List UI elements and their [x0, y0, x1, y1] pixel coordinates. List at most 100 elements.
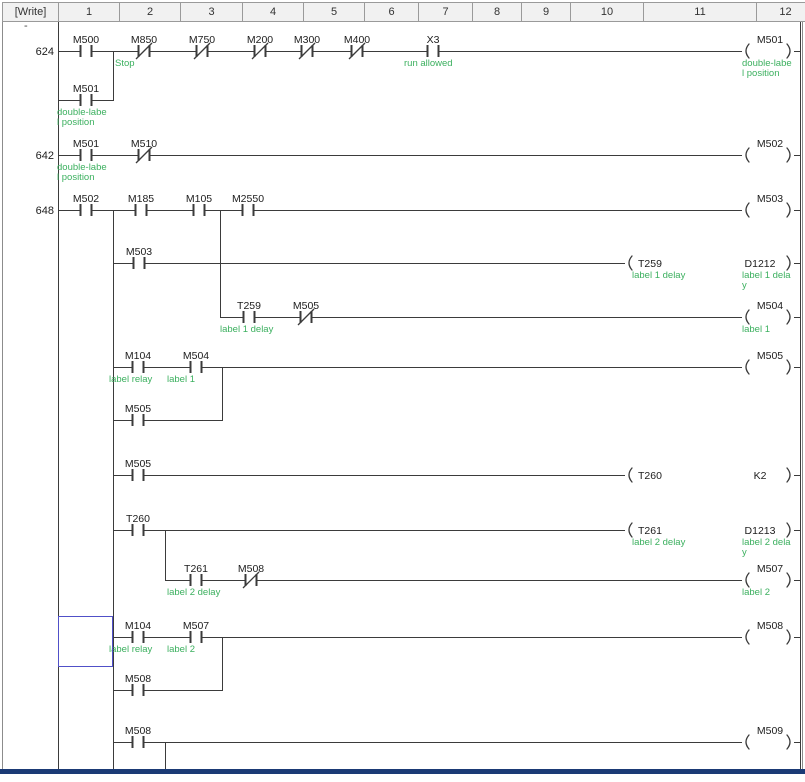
device-label: M400: [344, 34, 370, 46]
contact-M185[interactable]: M185: [91, 193, 154, 216]
header-cell-7: 7: [418, 2, 473, 22]
coil-open-paren: [745, 202, 750, 218]
device-label: M505: [125, 403, 151, 415]
coil-close-paren: [786, 359, 791, 375]
contact-M508[interactable]: M508: [113, 673, 151, 696]
coil-close-paren: [786, 467, 791, 483]
timer-comment: label 2 delay: [632, 537, 686, 548]
device-label: M507: [183, 620, 209, 632]
contact-M503[interactable]: M503: [113, 246, 152, 269]
device-label: M750: [189, 34, 215, 46]
device-label: M501: [73, 138, 99, 150]
device-label: M508: [238, 563, 264, 575]
coil-open-paren: [745, 147, 750, 163]
contact-M505[interactable]: M505: [254, 300, 319, 326]
device-label: M104: [125, 620, 151, 632]
device-comment: double-labe: [57, 107, 107, 118]
device-label: M105: [186, 193, 212, 205]
contact-M505[interactable]: M505: [113, 403, 151, 426]
coil-label: M502: [757, 138, 783, 150]
nc-slash-icon: [348, 42, 366, 60]
device-label: M510: [131, 138, 157, 150]
coil-close-paren: [786, 734, 791, 750]
device-comment: run allowed: [404, 58, 453, 69]
coil-M509[interactable]: M509: [745, 725, 791, 750]
device-label: M2550: [232, 193, 264, 205]
coil-label: M505: [757, 350, 783, 362]
contact-M510[interactable]: M510: [91, 138, 157, 164]
header-cell-12: 12: [756, 2, 805, 22]
coil-label: M508: [757, 620, 783, 632]
coil-close-paren: [786, 309, 791, 325]
contact-M508[interactable]: M508: [201, 563, 264, 589]
coil-label: M504: [757, 300, 783, 312]
contact-M200[interactable]: M200: [207, 34, 273, 60]
device-comment: l position: [57, 117, 95, 128]
nc-slash-icon: [193, 42, 211, 60]
contact-M2550[interactable]: M2550: [204, 193, 264, 216]
header-cell-5: 5: [303, 2, 365, 22]
coil-comment: double-labe: [742, 58, 792, 69]
contact-M300[interactable]: M300: [265, 34, 320, 60]
device-comment: label 2: [167, 644, 195, 655]
contact-M502[interactable]: M502: [58, 193, 99, 216]
header-cell-10: 10: [570, 2, 644, 22]
header-cell-4: 4: [242, 2, 304, 22]
device-label: T260: [126, 513, 150, 525]
contact-M507[interactable]: M507 label 2: [143, 620, 209, 655]
step-number: 642: [36, 150, 54, 162]
contact-M505[interactable]: M505: [113, 458, 151, 481]
selection-cursor[interactable]: [58, 616, 113, 667]
contact-M105[interactable]: M105: [146, 193, 212, 216]
contact-M750[interactable]: M750: [149, 34, 215, 60]
device-label: M300: [294, 34, 320, 46]
device-comment: double-labe: [57, 162, 107, 173]
contact-M400[interactable]: M400: [312, 34, 370, 60]
coil-open-paren: [745, 43, 750, 59]
contact-T260[interactable]: T260: [113, 513, 150, 536]
device-comment: l position: [57, 172, 95, 183]
coil-label: M503: [757, 193, 783, 205]
cursor-mark: -: [24, 20, 28, 32]
coil-close-paren: [786, 522, 791, 538]
coil-open-paren: [745, 734, 750, 750]
header-cell-11: 11: [643, 2, 757, 22]
device-label: M504: [183, 350, 209, 362]
coil-open-paren: [628, 467, 633, 483]
contact-M501[interactable]: M501 double-label position: [57, 138, 107, 183]
operand-comment: label 2 dela: [742, 537, 791, 548]
coil-open-paren: [745, 629, 750, 645]
coil-M503[interactable]: M503: [745, 193, 791, 218]
coil-M505[interactable]: M505: [745, 350, 791, 375]
timer-label: T260: [638, 470, 662, 482]
timer-operand: D1213: [745, 525, 776, 537]
coil-open-paren: [745, 359, 750, 375]
coil-M508[interactable]: M508: [745, 620, 791, 645]
device-label: M508: [125, 725, 151, 737]
nc-slash-icon: [135, 42, 153, 60]
coil-comment: l position: [742, 68, 780, 79]
coil-open-paren: [628, 522, 633, 538]
device-comment: label 2 delay: [167, 587, 221, 598]
device-comment: label 1 delay: [220, 324, 274, 335]
contact-M508[interactable]: M508: [113, 725, 151, 748]
contact-M500[interactable]: M500: [58, 34, 99, 57]
coil-M502[interactable]: M502: [745, 138, 791, 163]
bottom-window-border: [0, 769, 805, 774]
device-comment: label relay: [109, 374, 153, 385]
coil-comment: label 2: [742, 587, 770, 598]
nc-slash-icon: [297, 308, 315, 326]
step-number: 624: [36, 46, 54, 58]
